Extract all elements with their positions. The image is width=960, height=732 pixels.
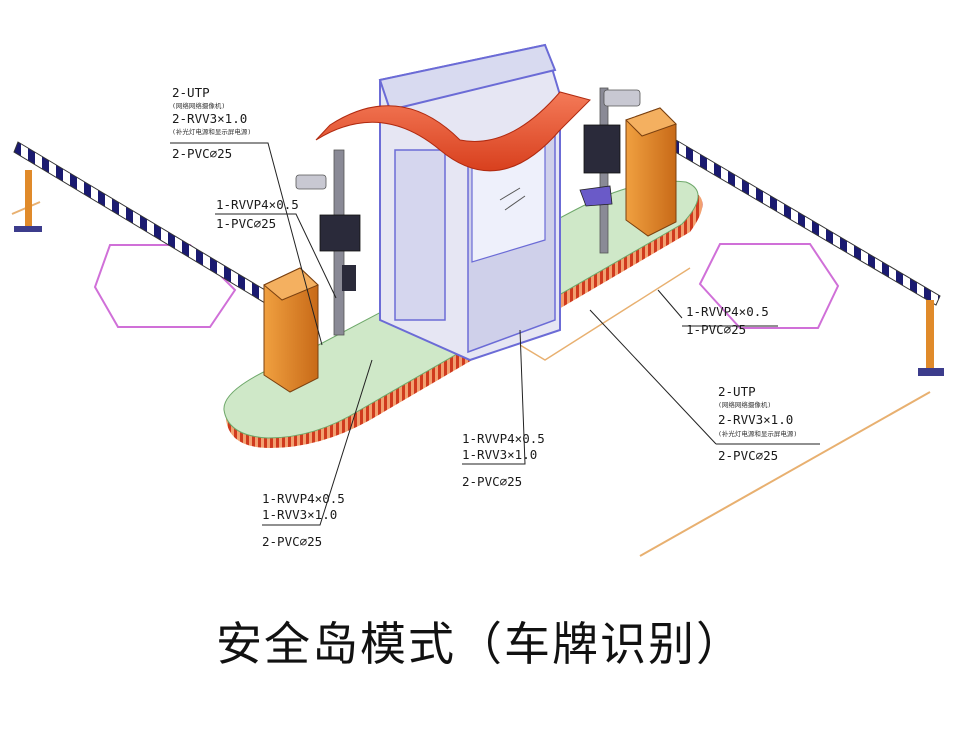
label-text: 1-RVVP4×0.5 bbox=[462, 431, 545, 446]
label-text: 2-PVC⌀25 bbox=[262, 534, 322, 549]
right-camera-pole bbox=[579, 87, 641, 254]
label-note: (网络网络摄像机) bbox=[172, 101, 225, 110]
label-text: 2-PVC⌀25 bbox=[172, 146, 232, 161]
label-note: (网络网络摄像机) bbox=[718, 400, 771, 409]
label-right-lower: 2-UTP (网络网络摄像机) 2-RVV3×1.0 (补光灯电源和显示屏电源)… bbox=[718, 384, 797, 463]
label-mid-left: 1-RVVP4×0.5 1-PVC⌀25 bbox=[216, 197, 299, 231]
label-text: 2-PVC⌀25 bbox=[462, 474, 522, 489]
left-gate-cabinet bbox=[263, 267, 319, 393]
left-camera-pole bbox=[295, 149, 361, 336]
right-gate-cabinet bbox=[625, 107, 677, 237]
label-bottom-left: 1-RVVP4×0.5 1-RVV3×1.0 2-PVC⌀25 bbox=[262, 491, 345, 549]
label-text: 2-RVV3×1.0 bbox=[172, 111, 247, 126]
right-detection-zone bbox=[698, 243, 840, 329]
guard-booth bbox=[315, 43, 591, 362]
diagram-caption: 安全岛模式（车牌识别） bbox=[216, 617, 744, 671]
label-text: 1-PVC⌀25 bbox=[216, 216, 276, 231]
label-text: 2-RVV3×1.0 bbox=[718, 412, 793, 427]
label-text: 1-RVVP4×0.5 bbox=[216, 197, 299, 212]
left-detection-zone bbox=[93, 244, 237, 328]
label-text: 1-RVVP4×0.5 bbox=[686, 304, 769, 319]
label-note: (补光灯电源和显示屏电源) bbox=[172, 127, 251, 136]
leader-lines bbox=[170, 142, 820, 526]
label-text: 1-RVVP4×0.5 bbox=[262, 491, 345, 506]
label-text: 1-RVV3×1.0 bbox=[462, 447, 537, 462]
label-right-upper: 1-RVVP4×0.5 1-PVC⌀25 bbox=[686, 304, 769, 337]
label-top-left: 2-UTP (网络网络摄像机) 2-RVV3×1.0 (补光灯电源和显示屏电源)… bbox=[172, 85, 251, 161]
label-note: (补光灯电源和显示屏电源) bbox=[718, 429, 797, 438]
label-text: 1-RVV3×1.0 bbox=[262, 507, 337, 522]
label-text: 2-UTP bbox=[172, 85, 210, 100]
label-text: 1-PVC⌀25 bbox=[686, 322, 746, 337]
label-bottom-mid: 1-RVVP4×0.5 1-RVV3×1.0 2-PVC⌀25 bbox=[462, 431, 545, 489]
label-text: 2-UTP bbox=[718, 384, 756, 399]
label-text: 2-PVC⌀25 bbox=[718, 448, 778, 463]
